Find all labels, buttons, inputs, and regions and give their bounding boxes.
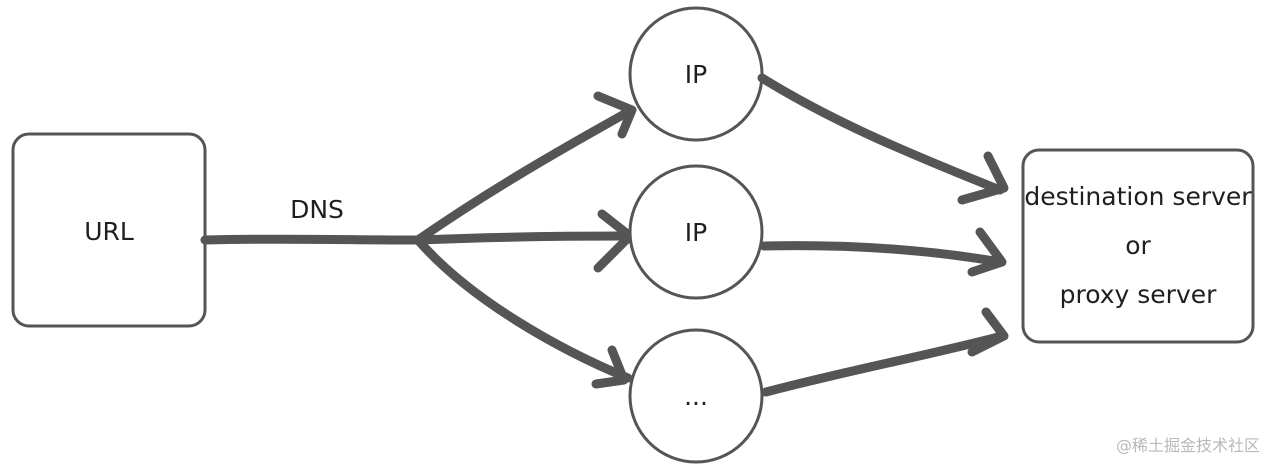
url-label: URL bbox=[84, 217, 134, 246]
ip-top-node: IP bbox=[628, 6, 764, 142]
ip-middle-label: IP bbox=[685, 218, 707, 247]
server-node: destination server or proxy server bbox=[1021, 148, 1255, 344]
ip-top-arrowhead bbox=[593, 91, 637, 139]
server-line-2: or bbox=[1125, 231, 1151, 260]
ip-middle-circle bbox=[628, 164, 764, 300]
url-to-branch-arrow bbox=[200, 234, 423, 245]
server-line-1: destination server bbox=[1024, 182, 1252, 211]
dns-label: DNS bbox=[290, 195, 344, 224]
url-box bbox=[11, 132, 207, 328]
ip-middle-to-server-arrow bbox=[759, 241, 1005, 267]
branch-to-ip-bottom-arrow bbox=[413, 235, 633, 383]
server-top-arrowhead bbox=[957, 151, 1009, 205]
server-middle-arrowhead bbox=[967, 227, 1007, 277]
ip-top-to-server-arrow bbox=[757, 73, 1005, 195]
watermark: @稀土掘金技术社区 bbox=[1115, 436, 1260, 455]
ip-bottom-to-server-arrow bbox=[761, 331, 1007, 397]
ip-bottom-arrowhead bbox=[591, 345, 629, 389]
ip-middle-node: IP bbox=[628, 164, 764, 300]
ip-top-label: IP bbox=[685, 60, 707, 89]
ip-bottom-circle bbox=[628, 328, 764, 464]
branch-to-ip-top-arrow bbox=[413, 107, 633, 245]
server-box bbox=[1021, 148, 1255, 344]
branch-to-ip-middle-arrow bbox=[413, 231, 633, 245]
server-line-3: proxy server bbox=[1060, 280, 1218, 309]
ip-bottom-label: ... bbox=[684, 382, 708, 411]
url-node: URL bbox=[11, 132, 207, 328]
ip-bottom-node: ... bbox=[628, 328, 764, 464]
ip-middle-arrowhead bbox=[593, 209, 635, 273]
server-bottom-arrowhead bbox=[967, 307, 1009, 357]
